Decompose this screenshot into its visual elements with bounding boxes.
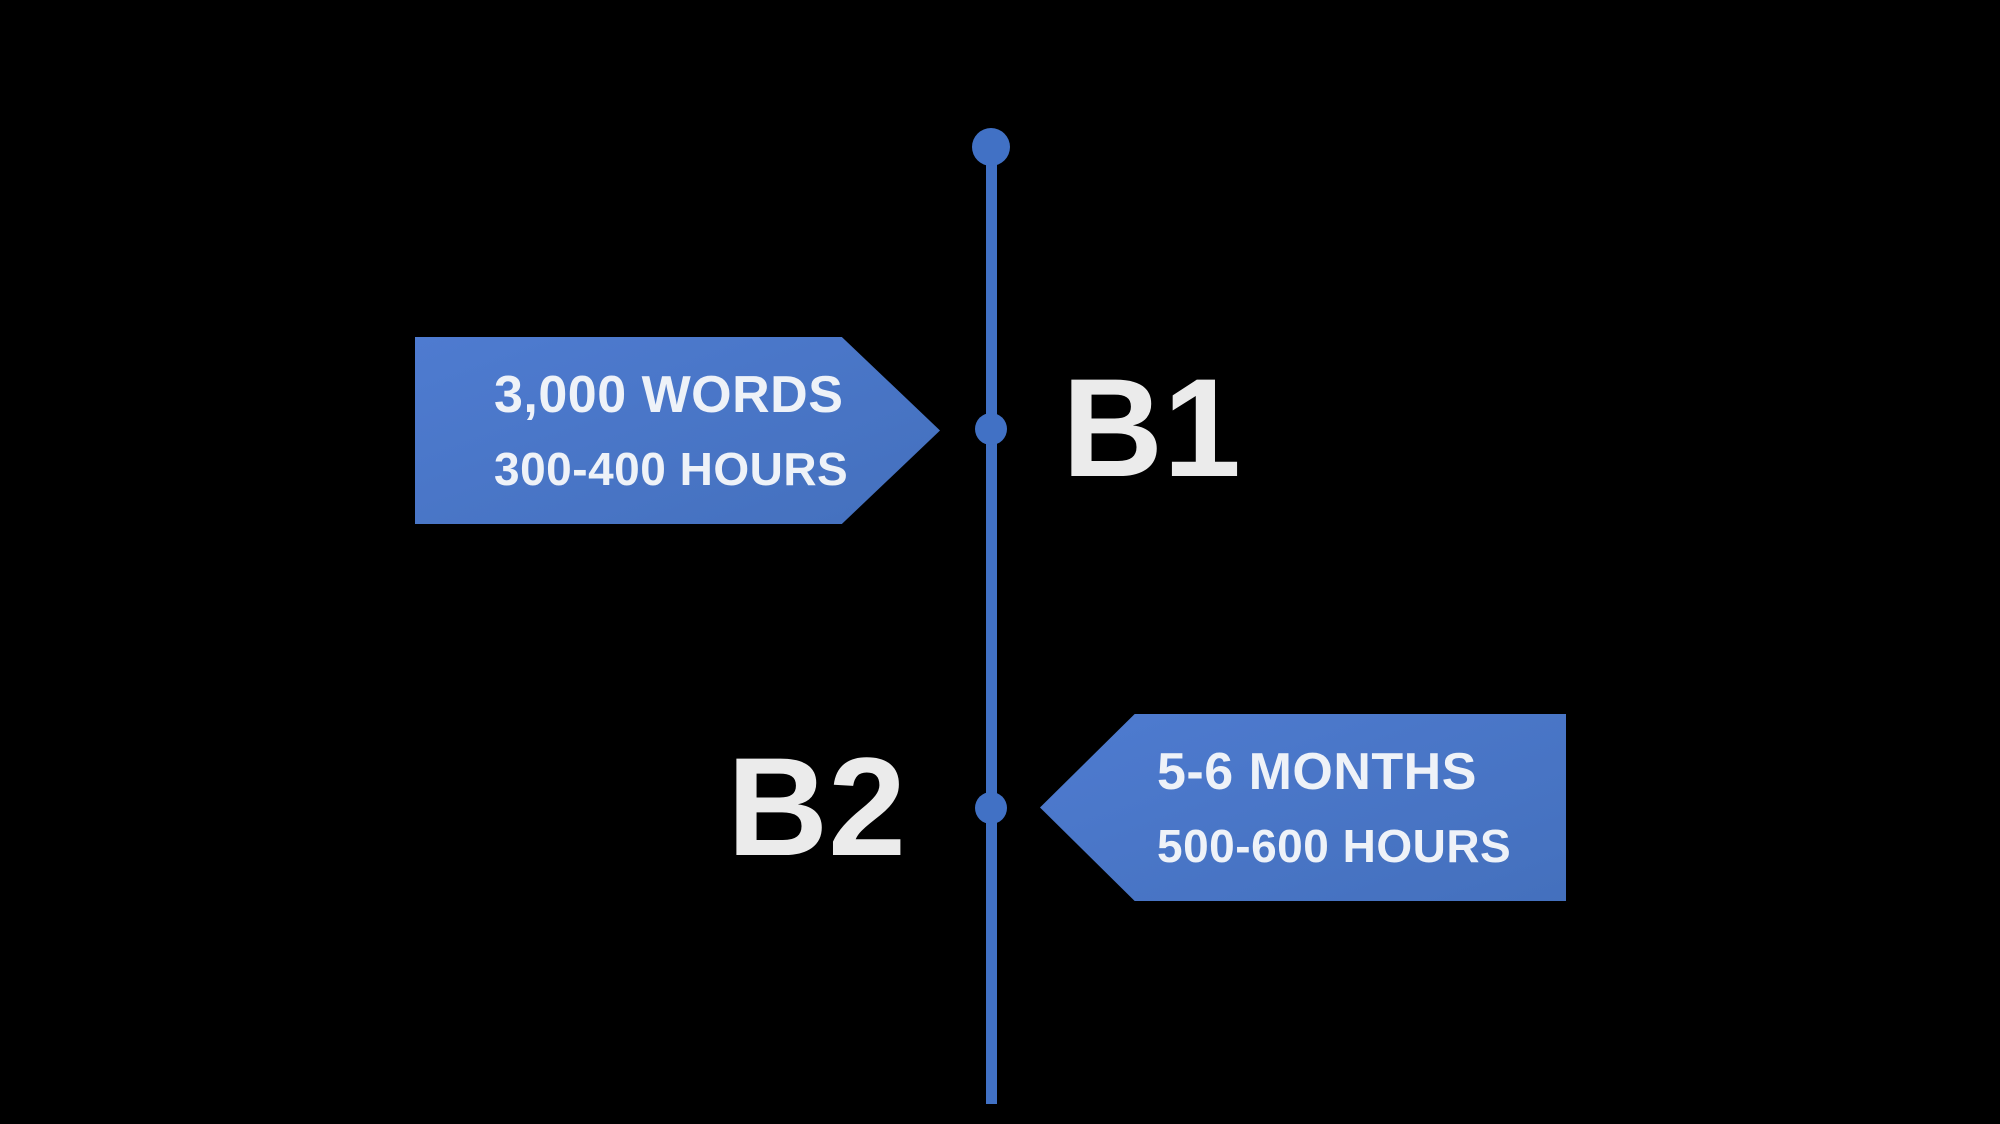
banner-b1-hours: 300-400 HOURS <box>494 442 849 495</box>
milestone-b1-dot <box>975 413 1007 445</box>
banner-b1-words: 3,000 WORDS <box>494 365 844 424</box>
banner-b1: 3,000 WORDS 300-400 HOURS <box>415 337 940 524</box>
level-label-b1: B1 <box>1062 349 1241 506</box>
banner-b2-months: 5-6 MONTHS <box>1157 742 1477 801</box>
banner-b2-hours: 500-600 HOURS <box>1157 819 1512 872</box>
banner-b2: 5-6 MONTHS 500-600 HOURS <box>1040 714 1566 901</box>
timeline-line <box>986 147 997 1104</box>
timeline-start-dot <box>972 128 1010 166</box>
milestone-b2-dot <box>975 792 1007 824</box>
level-label-b2: B2 <box>727 728 906 885</box>
